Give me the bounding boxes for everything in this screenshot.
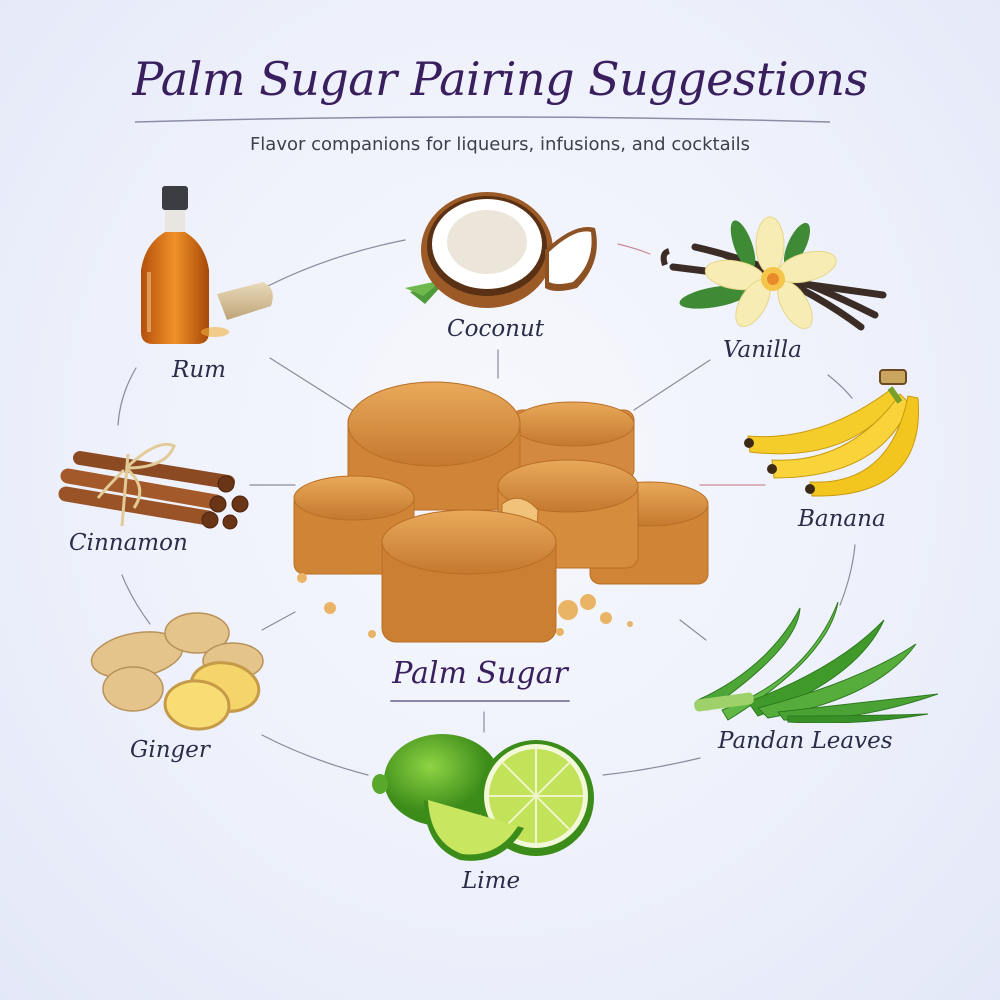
- pairing-label: Rum: [172, 357, 226, 383]
- pairing-label: Coconut: [447, 316, 545, 342]
- pairing-coconut: Coconut: [405, 192, 605, 362]
- banana-bunch-icon: [744, 369, 920, 497]
- pairing-vanilla: Vanilla: [655, 215, 895, 375]
- vanilla-flower-icon: [660, 216, 887, 331]
- pairing-label: Ginger: [130, 737, 210, 763]
- pandan-leaves-icon: [694, 601, 939, 724]
- pairing-ginger: Ginger: [85, 605, 275, 765]
- pairing-label: Vanilla: [723, 337, 802, 363]
- pairing-rum: Rum: [135, 182, 280, 383]
- pairing-label: Cinnamon: [69, 530, 188, 556]
- center-label-underline: [390, 700, 570, 702]
- title-underline: [135, 116, 830, 123]
- pairing-cinnamon: Cinnamon: [58, 438, 258, 578]
- pairing-lime: Lime: [372, 728, 602, 908]
- palm-sugar-discs-icon: [293, 381, 709, 643]
- pairing-label: Lime: [462, 868, 521, 894]
- center-label: Palm Sugar: [392, 656, 568, 691]
- pairing-label: Banana: [798, 506, 886, 532]
- page-subtitle: Flavor companions for liqueurs, infusion…: [249, 134, 751, 155]
- rum-bottle-icon: [141, 186, 273, 344]
- pairing-label: Pandan Leaves: [718, 728, 893, 754]
- lime-icon: [372, 734, 594, 861]
- center-palm-sugar: [290, 380, 710, 650]
- cinnamon-sticks-icon: [58, 442, 249, 530]
- coconut-icon: [405, 192, 597, 308]
- ginger-root-icon: [90, 612, 264, 731]
- pairing-pandan-leaves: Pandan Leaves: [688, 598, 939, 758]
- page-title: Palm Sugar Pairing Suggestions: [132, 52, 868, 106]
- pairing-banana: Banana: [740, 368, 940, 543]
